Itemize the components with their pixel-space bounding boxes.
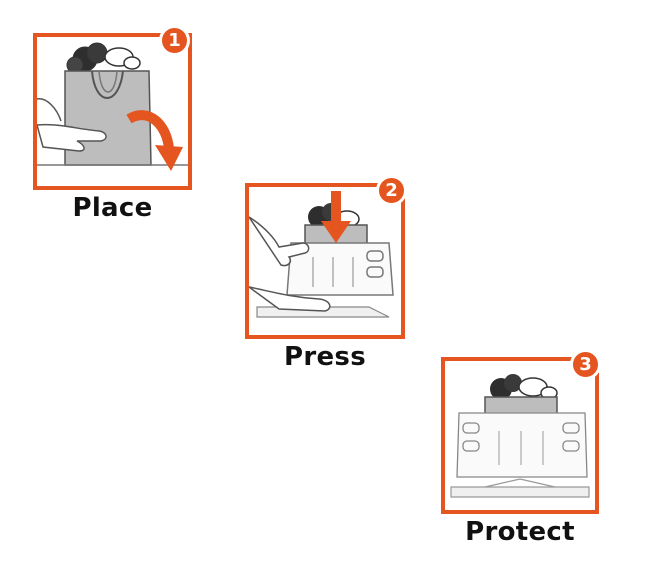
step-3-label: Protect — [465, 517, 575, 547]
left-hand — [37, 123, 107, 152]
curved-arrow-icon — [126, 110, 174, 150]
step-1-panel — [33, 33, 192, 190]
step-2-label: Press — [284, 342, 366, 372]
step-3-badge: 3 — [570, 349, 601, 380]
lower-hand — [249, 286, 331, 312]
step-1-label: Place — [72, 193, 153, 223]
groceries-icon — [490, 374, 558, 400]
press-bag-illustration — [249, 191, 394, 318]
bag-holder — [456, 412, 588, 478]
down-arrow-icon — [321, 191, 351, 243]
step-3-panel — [441, 357, 599, 514]
protect-bag-illustration — [450, 374, 590, 498]
step-1-badge: 1 — [159, 25, 190, 56]
step-2-badge: 2 — [376, 175, 407, 206]
upper-hand — [249, 216, 310, 267]
right-hand — [37, 98, 62, 122]
place-bag-illustration — [37, 42, 188, 171]
groceries-icon — [66, 42, 141, 74]
step-2-panel — [245, 183, 405, 339]
